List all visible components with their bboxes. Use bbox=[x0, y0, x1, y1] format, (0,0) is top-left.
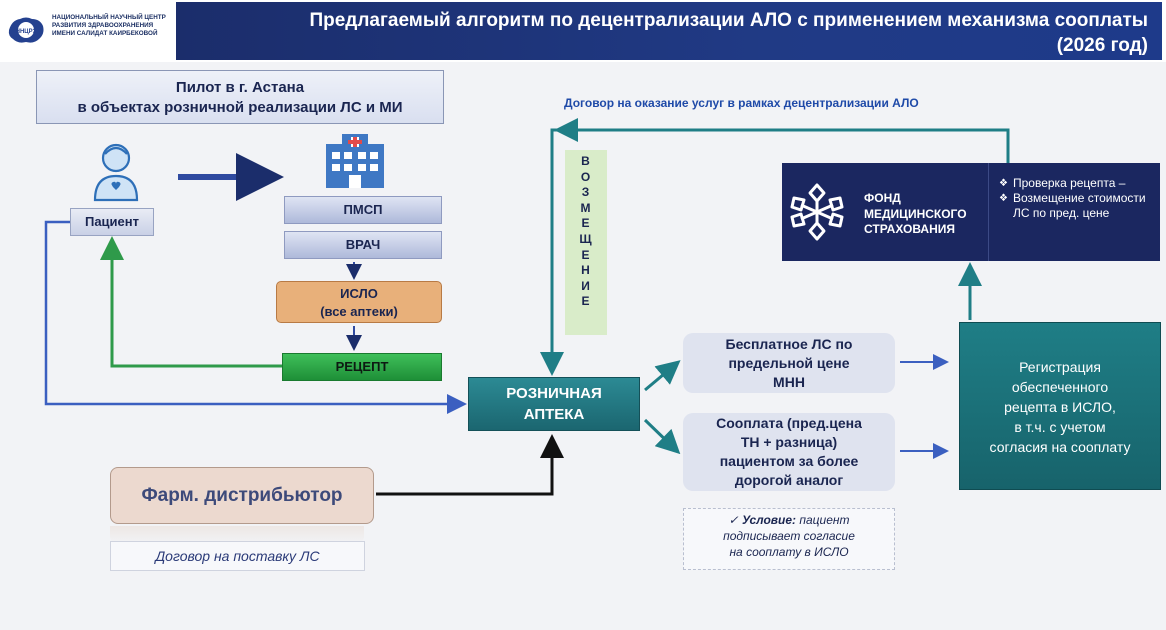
reimbursement-letter: Н bbox=[581, 263, 591, 278]
reimbursement-letter: В bbox=[581, 154, 591, 168]
reimbursement-letter: Е bbox=[581, 294, 591, 309]
condition-bold: Условие: bbox=[741, 513, 797, 527]
logo-abbr: ННЦРЗ bbox=[16, 29, 37, 35]
fund-note-item: ❖ Возмещение стоимости ЛС по пред. цене bbox=[999, 191, 1152, 221]
person-icon bbox=[93, 143, 139, 202]
page-title-year: (2026 год) bbox=[1056, 35, 1148, 56]
free-line3: МНН bbox=[773, 374, 805, 390]
title-bar: Предлагаемый алгоритм по децентрализации… bbox=[176, 2, 1162, 60]
pilot-line1: Пилот в г. Астана bbox=[175, 79, 305, 96]
condition-line3: на сооплату в ИСЛО bbox=[729, 545, 849, 559]
arrow-pharmacy-to-copay bbox=[643, 418, 681, 455]
register-line3: рецепта в ИСЛО, bbox=[1004, 399, 1116, 415]
reimbursement-letter: О bbox=[580, 169, 592, 184]
free-line2: предельной цене bbox=[728, 355, 850, 371]
diamond-bullet-icon: ❖ bbox=[999, 193, 1008, 204]
supply-contract-label: Договор на поставку ЛС bbox=[110, 541, 365, 571]
fund-note-text: Проверка рецепта – bbox=[1013, 176, 1126, 190]
contract-label: Договор на оказание услуг в рамках децен… bbox=[564, 96, 919, 110]
doctor-box: ВРАЧ bbox=[284, 231, 442, 259]
register-line5: согласия на сооплату bbox=[989, 439, 1131, 455]
copay-line3: пациентом за более bbox=[719, 453, 859, 469]
register-line2: обеспеченного bbox=[1011, 379, 1109, 395]
register-line4: в т.ч. с учетом bbox=[1014, 419, 1106, 435]
reimbursement-letter: И bbox=[581, 278, 591, 293]
register-box: Регистрация обеспеченного рецепта в ИСЛО… bbox=[959, 322, 1161, 490]
islo-box: ИСЛО (все аптеки) bbox=[276, 281, 442, 323]
condition-box: ✓ Условие: пациент подписывает согласие … bbox=[683, 508, 895, 570]
reimbursement-box: В О З М Е Щ Е Н И Е bbox=[565, 150, 607, 335]
check-icon: ✓ bbox=[728, 513, 739, 527]
arrow-pharmacy-to-free bbox=[644, 360, 681, 392]
page-title: Предлагаемый алгоритм по децентрализации… bbox=[309, 10, 1148, 31]
reimbursement-letter: Е bbox=[581, 216, 591, 231]
hospital-icon bbox=[326, 134, 384, 188]
condition-line1: ✓ Условие: пациент bbox=[684, 512, 894, 528]
copay-line2: ТН + разница) bbox=[740, 434, 838, 450]
distributor-reflection bbox=[110, 526, 364, 544]
patient-label: Пациент bbox=[70, 208, 154, 236]
fund-name: ФОНД МЕДИЦИНСКОГО СТРАХОВАНИЯ bbox=[864, 191, 967, 238]
copay-line1: Сооплата (пред.цена bbox=[716, 415, 862, 431]
fund-note-text: Возмещение стоимости ЛС по пред. цене bbox=[1013, 191, 1146, 220]
condition-text1: пациент bbox=[799, 513, 850, 527]
free-medicine-box: Бесплатное ЛС по предельной цене МНН bbox=[683, 333, 895, 393]
fund-line1: ФОНД bbox=[864, 191, 901, 205]
reimbursement-letter: М bbox=[580, 200, 592, 215]
fund-box: ФОНД МЕДИЦИНСКОГО СТРАХОВАНИЯ bbox=[782, 163, 988, 261]
kazakhstan-map-logo-icon: ННЦРЗ bbox=[8, 17, 44, 43]
copay-box: Сооплата (пред.цена ТН + разница) пациен… bbox=[683, 413, 895, 491]
islo-line1: ИСЛО bbox=[340, 286, 378, 301]
reimbursement-letter: З bbox=[581, 185, 591, 200]
pharmacy-line1: РОЗНИЧНАЯ bbox=[506, 385, 602, 402]
reimbursement-letter: Е bbox=[581, 247, 591, 262]
org-name: НАЦИОНАЛЬНЫЙ НАУЧНЫЙ ЦЕНТР РАЗВИТИЯ ЗДРА… bbox=[52, 14, 166, 37]
islo-line2: (все аптеки) bbox=[320, 304, 398, 319]
pmsp-box: ПМСП bbox=[284, 196, 442, 224]
free-line1: Бесплатное ЛС по bbox=[725, 336, 853, 352]
pharmacy-line2: АПТЕКА bbox=[523, 406, 585, 423]
register-line1: Регистрация bbox=[1019, 359, 1101, 375]
diamond-bullet-icon: ❖ bbox=[999, 178, 1008, 189]
arrow-recipe-to-patient bbox=[100, 236, 282, 368]
recipe-box: РЕЦЕПТ bbox=[282, 353, 442, 381]
arrow-distributor-to-pharmacy bbox=[376, 434, 564, 496]
fund-line3: СТРАХОВАНИЯ bbox=[864, 222, 955, 236]
org-logo-area: ННЦРЗ НАЦИОНАЛЬНЫЙ НАУЧНЫЙ ЦЕНТР РАЗВИТИ… bbox=[0, 0, 176, 62]
copay-line4: дорогой аналог bbox=[734, 472, 844, 488]
fund-notes: ❖ Проверка рецепта – ❖ Возмещение стоимо… bbox=[988, 163, 1160, 261]
snowflake-logo-icon bbox=[790, 183, 844, 241]
pharmacy-box: РОЗНИЧНАЯ АПТЕКА bbox=[468, 377, 640, 431]
reimbursement-letter: Щ bbox=[579, 231, 593, 246]
pilot-box: Пилот в г. Астана в объектах розничной р… bbox=[36, 70, 444, 124]
pilot-line2: в объектах розничной реализации ЛС и МИ bbox=[77, 99, 403, 116]
distributor-box: Фарм. дистрибьютор bbox=[110, 467, 374, 524]
fund-line2: МЕДИЦИНСКОГО bbox=[864, 206, 967, 221]
condition-line2: подписывает согласие bbox=[723, 529, 855, 543]
fund-note-item: ❖ Проверка рецепта – bbox=[999, 176, 1152, 191]
